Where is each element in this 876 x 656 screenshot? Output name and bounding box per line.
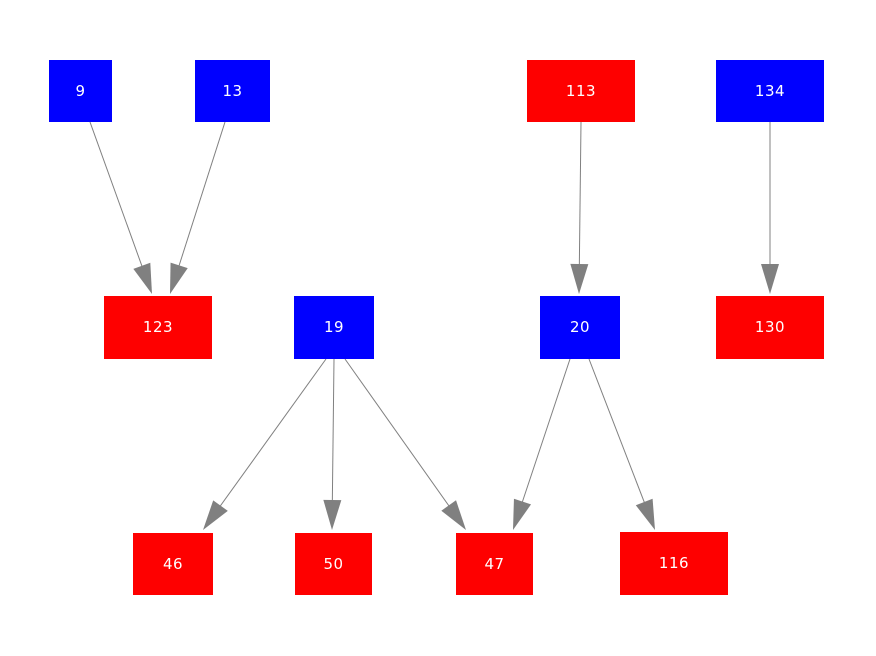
arrowhead-icon [133, 262, 152, 294]
graph-node-116[interactable]: 116 [620, 532, 728, 595]
arrowhead-icon [203, 500, 228, 530]
edge-line [578, 121, 582, 271]
graph-node-123[interactable]: 123 [104, 296, 212, 359]
edge-line [520, 358, 571, 508]
arrowhead-icon [323, 499, 342, 530]
graph-node-label: 116 [658, 554, 690, 572]
graph-edge [323, 358, 342, 530]
graph-edge [344, 358, 466, 530]
graph-node-label: 19 [323, 318, 345, 336]
arrowhead-icon [635, 498, 655, 530]
graph-node-label: 9 [75, 81, 86, 100]
graph-node-50[interactable]: 50 [295, 533, 372, 595]
graph-node-label: 46 [162, 554, 184, 573]
graph-node-9[interactable]: 9 [49, 60, 112, 122]
arrowhead-icon [570, 263, 589, 294]
graph-node-134[interactable]: 134 [716, 60, 824, 122]
graph-node-46[interactable]: 46 [133, 533, 213, 595]
graph-node-13[interactable]: 13 [195, 60, 270, 122]
graph-node-label: 123 [142, 318, 174, 336]
arrowhead-icon [170, 262, 188, 294]
arrowhead-icon [761, 264, 779, 294]
arrowhead-icon [513, 498, 532, 530]
graph-node-label: 47 [484, 554, 505, 573]
graph-node-130[interactable]: 130 [716, 296, 824, 359]
edge-line [176, 121, 226, 272]
graph-node-47[interactable]: 47 [456, 533, 533, 595]
graph-node-label: 13 [222, 81, 243, 100]
graph-edge [203, 358, 327, 530]
graph-edge [170, 121, 226, 294]
graph-node-113[interactable]: 113 [527, 60, 635, 122]
graph-edge [588, 358, 655, 530]
graph-edge [761, 122, 779, 294]
edge-line [344, 358, 453, 511]
arrowhead-icon [441, 500, 466, 530]
graph-node-label: 20 [569, 318, 591, 336]
edge-line [331, 358, 335, 507]
edge-line [588, 358, 647, 508]
graph-node-label: 134 [754, 81, 786, 100]
graph-node-label: 113 [565, 81, 597, 100]
graph-edge [513, 358, 571, 530]
edge-line [216, 358, 327, 511]
graph-node-20[interactable]: 20 [540, 296, 620, 359]
graph-edge [89, 121, 152, 294]
graph-node-label: 130 [754, 318, 786, 336]
edge-line [89, 121, 145, 272]
graph-edge [570, 121, 589, 294]
graph-node-label: 50 [323, 554, 344, 573]
graph-node-19[interactable]: 19 [294, 296, 374, 359]
